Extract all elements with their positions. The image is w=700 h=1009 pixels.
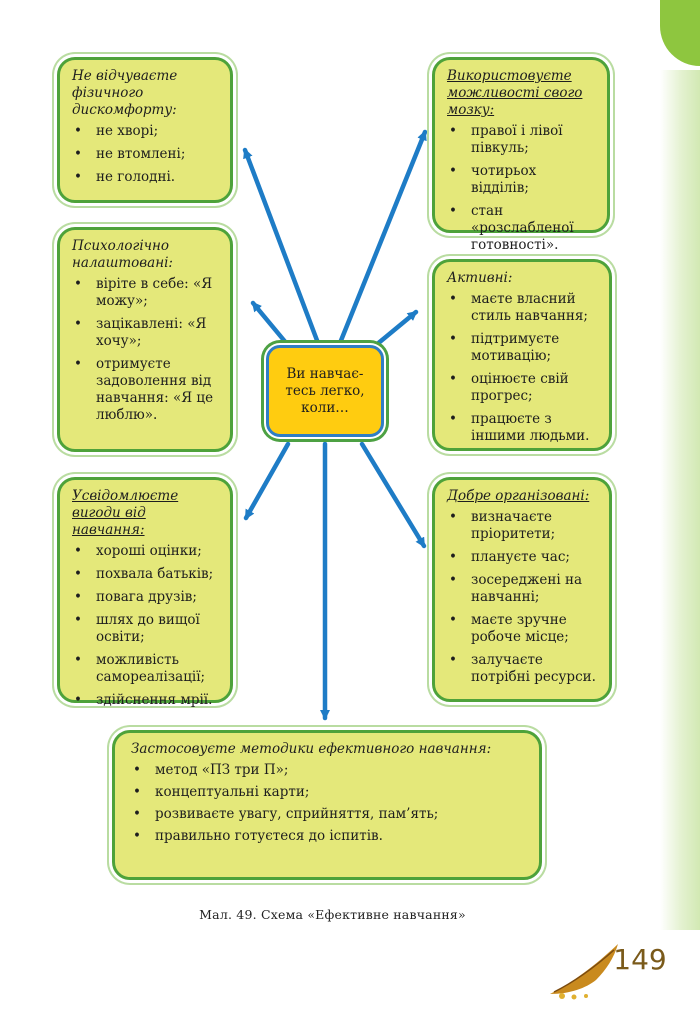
list-item: не втомлені; <box>72 146 220 163</box>
node-title: Використовуєте можливості свого мозку: <box>447 68 583 118</box>
node-bottom: Застосовуєте методики ефективного навчан… <box>112 730 542 880</box>
arrow-to-middle-left <box>250 300 295 353</box>
list-item: правої і лівої півкуль; <box>447 123 597 157</box>
list-item: шлях до вищої освіти; <box>72 612 220 646</box>
list-item: маєте зручне робоче місце; <box>447 612 599 646</box>
arrow-to-bottom-right <box>359 441 427 549</box>
list-item: підтримуєте мотивацію; <box>447 331 599 365</box>
center-node: Ви навчає-тесь легко, коли… <box>266 345 384 437</box>
arrow-to-top-right <box>337 129 428 346</box>
list-item: правильно готуєтеся до іспитів. <box>131 828 529 845</box>
list-item: хороші оцінки; <box>72 543 220 560</box>
list-item: метод «ПЗ три П»; <box>131 762 529 779</box>
list-item: маєте власний стиль навчання; <box>447 291 599 325</box>
list-item: оцінюєте свій прогрес; <box>447 371 599 405</box>
list-item: концептуальні карти; <box>131 784 529 801</box>
node-top-left: Не відчуваєте фізичного дискомфорту: не … <box>57 57 233 203</box>
node-middle-right: Активні: маєте власний стиль навчання; п… <box>432 259 612 451</box>
arrow-to-bottom-left <box>243 441 291 521</box>
list-item: похвала батьків; <box>72 566 220 583</box>
list-item: можливість самореалізації; <box>72 652 220 686</box>
node-middle-left: Психологічно налаштовані: віріте в себе:… <box>57 227 233 452</box>
list-item: здійснення мрії. <box>72 692 220 709</box>
chapter-side-tab <box>660 0 700 1009</box>
node-bottom-right: Добре організовані: визначаєте пріоритет… <box>432 477 612 702</box>
list-item: розвиваєте увагу, сприйняття, пам’ять; <box>131 806 529 823</box>
list-item: залучаєте потрібні ресурси. <box>447 652 599 686</box>
node-title: Усвідомлюєте вигоди від навчання: <box>72 488 179 538</box>
node-title: Психологічно налаштовані: <box>72 238 173 271</box>
list-item: стан «розслабленої готовності». <box>447 203 597 254</box>
quill-decoration-icon <box>550 944 618 1000</box>
list-item: працюєте з іншими людьми. <box>447 411 599 445</box>
chapter-tab-stripe <box>660 70 700 930</box>
node-bottom-left: Усвідомлюєте вигоди від навчання: хороші… <box>57 477 233 709</box>
node-title: Не відчуваєте фізичного дискомфорту: <box>72 68 178 118</box>
figure-caption: Мал. 49. Схема «Ефективне навчання» <box>199 907 466 922</box>
arrow-to-top-left <box>242 147 321 346</box>
node-top-right: Використовуєте можливості свого мозку: п… <box>432 57 610 253</box>
list-item: отримуєте задоволення від навчання: «Я ц… <box>72 356 220 424</box>
node-title: Добре організовані: <box>447 488 590 504</box>
list-item: плануєте час; <box>447 549 599 566</box>
list-item: зосереджені на навчанні; <box>447 572 599 606</box>
list-item: віріте в себе: «Я можу»; <box>72 276 220 310</box>
list-item: визначаєте пріоритети; <box>447 509 599 543</box>
arrow-to-middle-right <box>367 309 419 353</box>
list-item: не голодні. <box>72 169 220 186</box>
center-text: Ви навчає-тесь легко, коли… <box>285 366 365 416</box>
node-title: Застосовуєте методики ефективного навчан… <box>131 741 492 757</box>
list-item: чотирьох відділів; <box>447 163 597 197</box>
page-number: 149 <box>613 943 667 976</box>
node-title: Активні: <box>447 270 513 286</box>
list-item: не хворі; <box>72 123 220 140</box>
list-item: повага друзів; <box>72 589 220 606</box>
list-item: зацікавлені: «Я хочу»; <box>72 316 220 350</box>
